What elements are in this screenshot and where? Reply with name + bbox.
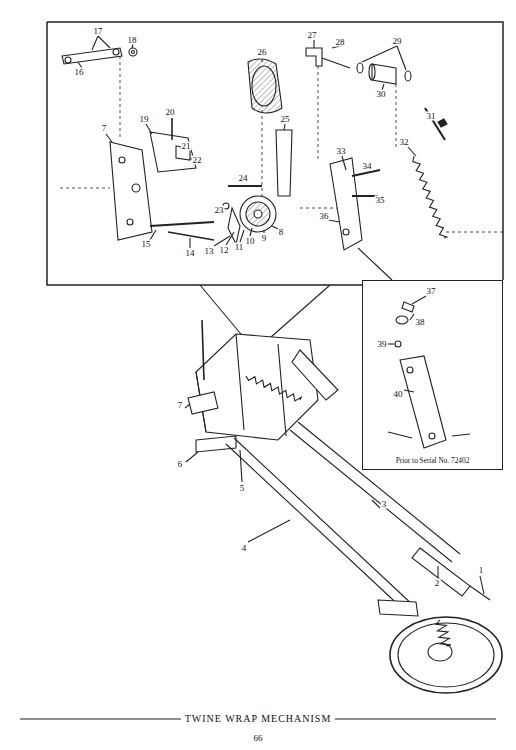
callout-number: 15 <box>141 240 152 249</box>
inset-note: Prior to Serial No. 72402 <box>363 456 502 465</box>
callout-number: 7 <box>177 401 184 410</box>
callout-number: 24 <box>238 174 249 183</box>
callout-number: 23 <box>214 206 225 215</box>
title-wrap: TWINE WRAP MECHANISM <box>0 713 516 724</box>
callout-number: 27 <box>307 31 318 40</box>
callout-number: 4 <box>241 544 248 553</box>
callout-number: 33 <box>336 147 347 156</box>
callout-number: 13 <box>204 247 215 256</box>
callout-number: 18 <box>127 36 138 45</box>
callout-number: 8 <box>278 228 285 237</box>
diagram-title: TWINE WRAP MECHANISM <box>181 713 336 724</box>
callout-number: 1 <box>478 566 485 575</box>
callout-number: 12 <box>219 246 230 255</box>
callout-number: 9 <box>261 234 268 243</box>
callout-number: 5 <box>239 484 246 493</box>
callout-number: 29 <box>392 37 403 46</box>
callout-number: 2 <box>434 579 441 588</box>
callout-number: 3 <box>381 500 388 509</box>
callout-number: 26 <box>257 48 268 57</box>
callout-number: 10 <box>245 237 256 246</box>
callout-number: 31 <box>426 112 437 121</box>
callout-number: 6 <box>177 460 184 469</box>
callout-number: 25 <box>280 115 291 124</box>
callout-number: 21 <box>181 142 192 151</box>
callout-number: 37 <box>426 287 437 296</box>
page-number: 66 <box>253 734 264 743</box>
callout-number: 7 <box>101 124 108 133</box>
callout-number: 22 <box>192 156 203 165</box>
callout-number: 16 <box>74 68 85 77</box>
spring-coil <box>246 376 301 401</box>
callout-number: 28 <box>335 38 346 47</box>
callout-number: 32 <box>399 138 410 147</box>
callout-number: 35 <box>375 196 386 205</box>
spring-coil <box>413 156 447 238</box>
callout-number: 19 <box>139 115 150 124</box>
spring-coil <box>436 620 451 646</box>
callout-number: 17 <box>93 27 104 36</box>
callout-number: 20 <box>165 108 176 117</box>
callout-number: 14 <box>185 249 196 258</box>
callout-number: 40 <box>393 390 404 399</box>
callout-number: 30 <box>376 90 387 99</box>
callout-number: 34 <box>362 162 373 171</box>
inset-panel: Prior to Serial No. 72402 <box>362 280 503 470</box>
callout-number: 11 <box>234 243 245 252</box>
callout-number: 36 <box>319 212 330 221</box>
callout-number: 39 <box>377 340 388 349</box>
callout-number: 38 <box>415 318 426 327</box>
